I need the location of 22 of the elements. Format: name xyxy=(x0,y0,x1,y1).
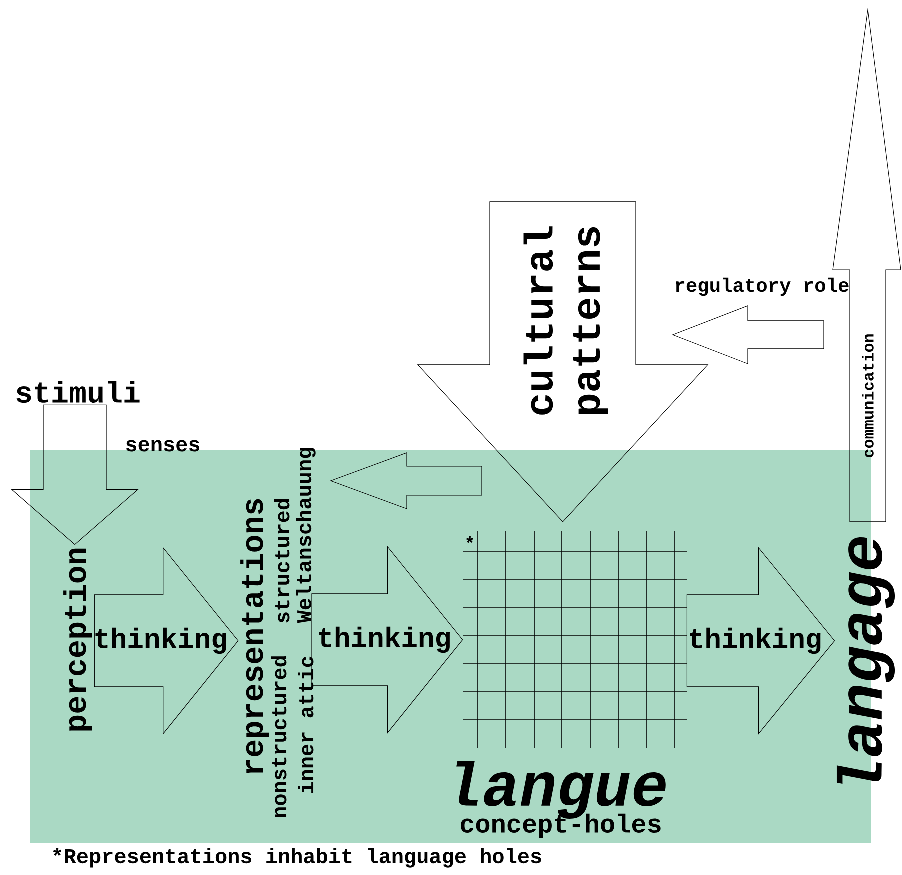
edge-label: regulatory role xyxy=(676,278,849,296)
term-label: langage xyxy=(836,538,896,784)
term-label: perception xyxy=(64,548,92,731)
block-arrow xyxy=(672,306,824,364)
edge-label: thinking xyxy=(96,628,226,654)
term-label: Weltanschauung xyxy=(296,448,316,624)
block-arrow xyxy=(330,452,482,510)
edge-label: senses xyxy=(126,440,200,452)
term-label: representations xyxy=(240,499,270,774)
note-text: * xyxy=(466,536,474,544)
block-arrow xyxy=(11,404,139,546)
term-label: nonstructured xyxy=(271,656,287,818)
block-arrow xyxy=(94,547,239,735)
block-arrow xyxy=(312,546,464,734)
term-label: stimuli xyxy=(16,380,140,403)
edge-label: thinking xyxy=(319,626,450,654)
term-label: structured xyxy=(274,499,290,623)
grid xyxy=(462,530,688,748)
note-text: *Representations inhabit language holes xyxy=(53,848,542,868)
block-arrow xyxy=(686,547,836,735)
edge-label: thinking xyxy=(690,628,821,654)
term-label: inner attic xyxy=(298,656,314,794)
